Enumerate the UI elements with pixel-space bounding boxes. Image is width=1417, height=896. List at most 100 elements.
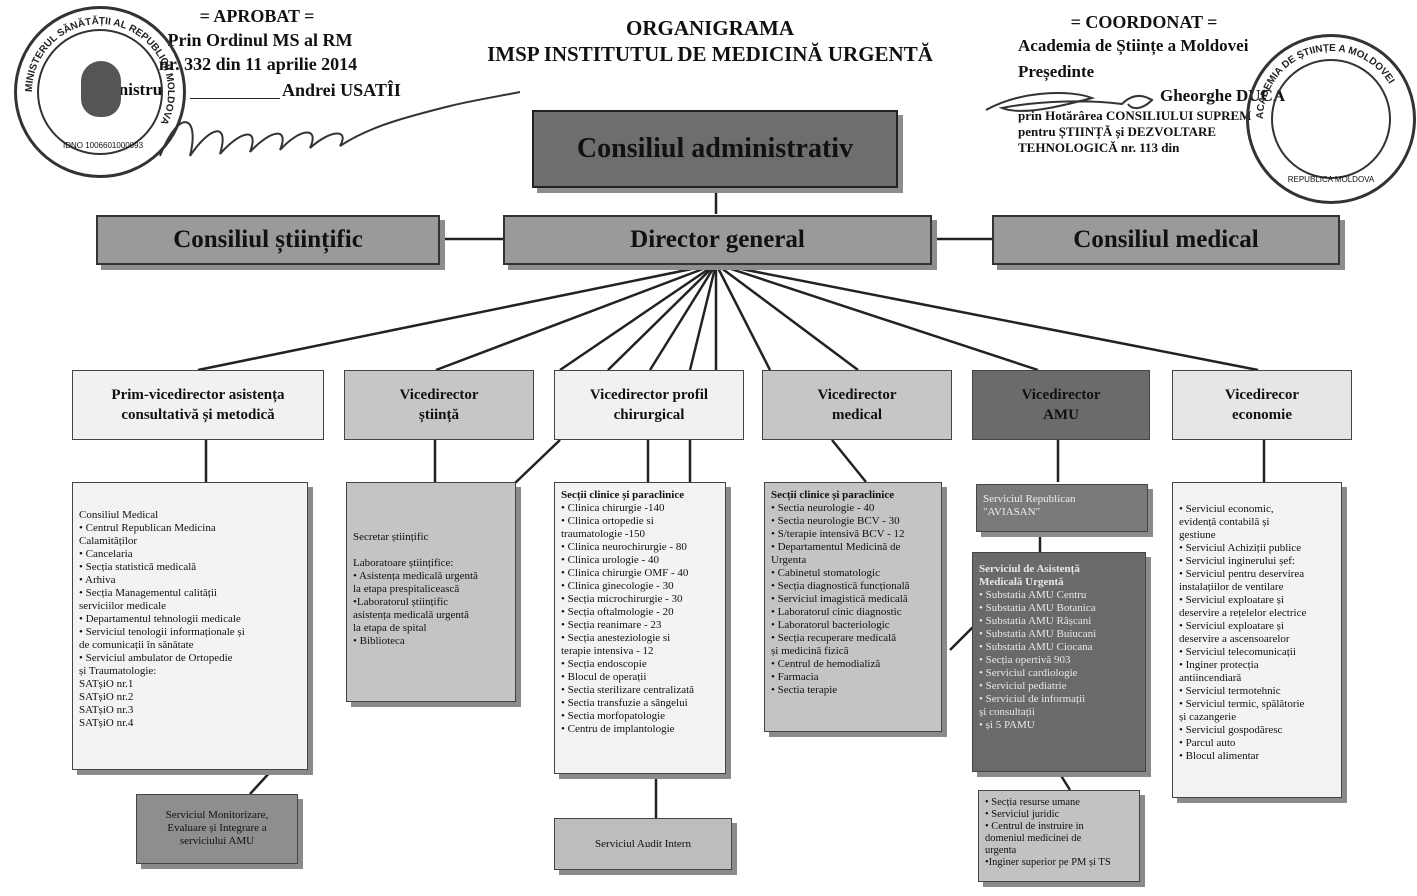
line-consult-monitor xyxy=(249,769,273,795)
list-item: • Clinica ginecologie - 30 xyxy=(561,580,674,592)
list-item: • și 5 PAMU xyxy=(979,719,1035,731)
list-item: • Substatia AMU Centru xyxy=(979,589,1087,601)
first-vicedirector: Prim-vicedirector asistența consultativă… xyxy=(72,370,324,440)
ministry-seal: MINISTERUL SĂNĂTĂȚII AL REPUBLICII MOLDO… xyxy=(14,6,186,178)
consultative-services-panel: Consiliul Medical • Centrul Republican M… xyxy=(72,482,308,770)
list-item: •Laboratorul științific asistența medica… xyxy=(353,596,469,634)
line-fan-2 xyxy=(435,262,717,372)
list-item: • Cancelaria xyxy=(79,548,133,560)
line-fan-3 xyxy=(559,262,717,372)
vicedirector-medical: Vicedirector medical xyxy=(762,370,952,440)
list-item: • Sectia terapie xyxy=(771,684,838,696)
aprobat-number: nr. 332 din 11 aprilie 2014 xyxy=(158,54,358,74)
list-item: • Biblioteca xyxy=(353,635,405,647)
list-item: • Serviciul exploatare și deservire a re… xyxy=(1179,594,1307,619)
list-item: • Serviciul imagistică medicală xyxy=(771,593,908,605)
medical-sections-panel: Secții clinice și paraclinice • Sectia n… xyxy=(764,482,942,732)
list-item: • Substatia AMU Buiucani xyxy=(979,628,1097,640)
list-item: • Serviciul tenologii informaționale și … xyxy=(79,626,245,651)
line-fan-1 xyxy=(197,262,717,372)
list-item: • Substatia AMU Ciocana xyxy=(979,641,1093,653)
line-v4-panel xyxy=(831,439,867,483)
list-item: • Secția reanimare - 23 xyxy=(561,619,662,631)
list-item: • Secția resurse umane xyxy=(985,797,1080,808)
list-item: • Parcul auto xyxy=(1179,737,1236,749)
list-item: • Laboratorul bacteriologic xyxy=(771,619,890,631)
list-item: • Sectia neurologie BCV - 30 xyxy=(771,515,900,527)
panel-title: Consiliul Medical xyxy=(79,509,159,521)
line-fan-4 xyxy=(607,263,717,371)
list-item: • Serviciul gospodăresc xyxy=(1179,724,1283,736)
diagram-subtitle: IMSP INSTITUTUL DE MEDICINĂ URGENTĂ xyxy=(487,42,933,66)
internal-audit-box: Serviciul Audit Intern xyxy=(554,818,732,870)
list-item: • Secția oftalmologie - 20 xyxy=(561,606,674,618)
list-item: • Sectia neurologie - 40 xyxy=(771,502,875,514)
list-item: • Laboratorul cinic diagnostic xyxy=(771,606,902,618)
coord-academy: Academia de Științe a Moldovei xyxy=(1018,36,1249,55)
list-item: • Centrul Republican Medicina Calamități… xyxy=(79,522,216,547)
coord-heading: = COORDONAT = xyxy=(1070,12,1218,32)
list-item: • Serviciul Achiziții publice xyxy=(1179,542,1302,554)
scientific-secretary: Secretar științific xyxy=(353,531,429,543)
aprobat-order: Prin Ordinul MS al RM xyxy=(167,30,353,50)
list-item: • Secția recuperare medicală și medicină… xyxy=(771,632,897,657)
academy-republic: REPUBLICA MOLDOVA xyxy=(1287,175,1375,184)
ministry-idno: IDNO 1006601000093 xyxy=(62,141,144,150)
list-item: • Centrul de instruire in domeniul medic… xyxy=(985,821,1084,856)
science-panel: Secretar științific Laboratoare științif… xyxy=(346,482,516,702)
list-item: • Serviciul de informații și consultații xyxy=(979,693,1086,718)
list-item: • Secția diagnostică funcțională xyxy=(771,580,910,592)
list-item: • Serviciul juridic xyxy=(985,809,1060,820)
panel-title: Serviciul de Asistență Medicală Urgentă xyxy=(979,563,1080,588)
scientific-council: Consiliul științific xyxy=(96,215,440,265)
list-item: • Inginer protecția antiincendiară xyxy=(1179,659,1259,684)
aprobat-heading: = APROBAT = xyxy=(199,6,315,26)
diagram-title: ORGANIGRAMA xyxy=(626,16,794,40)
list-item: • Clinica ortopedie si traumatologie -15… xyxy=(561,515,654,540)
aviasan-box: Serviciul Republican "AVIASAN" xyxy=(976,484,1148,532)
list-item: • Clinica chirurgie -140 xyxy=(561,502,665,514)
list-item: • Farmacia xyxy=(771,671,819,683)
list-item: SATșiO nr.2 xyxy=(79,691,134,703)
list-item: • Arhiva xyxy=(79,574,116,586)
line-fan-11 xyxy=(715,262,1259,372)
list-item: • Clinica chirurgie OMF - 40 xyxy=(561,567,689,579)
list-item: • Secția microchirurgie - 30 xyxy=(561,593,683,605)
list-item: • Departamentul Medicină de Urgenta xyxy=(771,541,901,566)
coord-tech: TEHNOLOGICĂ nr. 113 din xyxy=(1018,140,1180,155)
vicedirector-surgical: Vicedirector profil chirurgical xyxy=(554,370,744,440)
list-item: • Serviciul ambulator de Ortopedie și Tr… xyxy=(79,652,233,677)
line-fan-9 xyxy=(715,262,859,372)
academy-seal-inner-ring xyxy=(1271,59,1391,179)
panel-title: Secții clinice și paraclinice xyxy=(771,489,895,501)
list-item: • S/terapie intensivă BCV - 12 xyxy=(771,528,905,540)
list-item: SATșiO nr.4 xyxy=(79,717,134,729)
list-item: • Serviciul exploatare și deservire a as… xyxy=(1179,620,1290,645)
president-signature xyxy=(985,92,1154,112)
surgical-sections-panel: Secții clinice și paraclinice • Clinica … xyxy=(554,482,726,774)
list-item: • Blocul de operații xyxy=(561,671,647,683)
emergency-service-panel: Serviciul de Asistență Medicală Urgentă … xyxy=(972,552,1146,772)
ministry-seal-inner-ring xyxy=(37,29,163,155)
list-item: • Centru de implantologie xyxy=(561,723,675,735)
list-item: • Secția anesteziologie si terapie inten… xyxy=(561,632,671,657)
list-item: • Secția statistică medicală xyxy=(79,561,197,573)
list-item: • Cabinetul stomatologic xyxy=(771,567,880,579)
administrative-council: Consiliul administrativ xyxy=(532,110,898,188)
minister-signature xyxy=(159,91,521,157)
list-item: • Secția endoscopie xyxy=(561,658,647,670)
list-item: • Serviciul cardiologie xyxy=(979,667,1078,679)
human-resources-panel: • Secția resurse umane • Serviciul jurid… xyxy=(978,790,1140,882)
list-item: • Secția opertivă 903 xyxy=(979,654,1071,666)
coat-of-arms-icon xyxy=(81,61,121,117)
director-general: Director general xyxy=(503,215,932,265)
seal-text-ring: ACADEMIA DE ȘTIINȚE A MOLDOVEI xyxy=(1255,43,1396,119)
list-item: • Serviciul pentru deservirea instalații… xyxy=(1179,568,1305,593)
list-item: • Sectia transfuzie a sângelui xyxy=(561,697,688,709)
list-item: • Clinica neurochirurgie - 80 xyxy=(561,541,687,553)
list-item: • Sectia sterilizare centralizată xyxy=(561,684,695,696)
list-item: • Serviciul termotehnic xyxy=(1179,685,1281,697)
list-item: • Serviciul economic, evidență contabilă… xyxy=(1179,503,1274,541)
list-item: • Serviciul inginerului șef: xyxy=(1179,555,1295,567)
academy-seal: ACADEMIA DE ȘTIINȚE A MOLDOVEI REPUBLICA… xyxy=(1246,34,1416,204)
